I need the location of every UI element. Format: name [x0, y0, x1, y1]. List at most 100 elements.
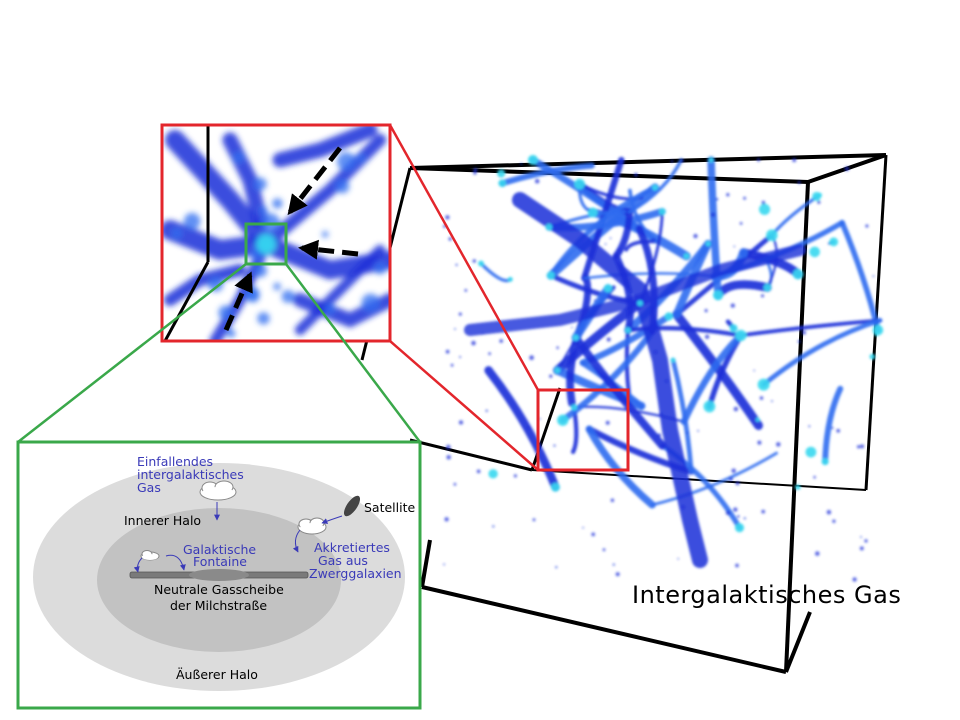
gas-speck [527, 426, 531, 430]
cube-edge [420, 539, 432, 588]
gas-filament [165, 130, 276, 254]
gas-knot [232, 151, 245, 164]
gas-speck [761, 509, 766, 514]
gas-knot [708, 157, 714, 163]
gas-speck [680, 159, 684, 163]
gas-knot [183, 212, 201, 230]
gas-speck [697, 430, 699, 432]
gas-speck [831, 426, 834, 430]
cube-edge [421, 585, 787, 674]
gas-speck [776, 442, 781, 447]
gas-filament [464, 244, 806, 336]
cloud-icon [297, 517, 327, 535]
gas-speck [649, 325, 652, 328]
gas-speck [721, 272, 723, 275]
gas-filament [839, 219, 881, 333]
gas-speck [716, 374, 721, 379]
gas-speck [677, 558, 679, 560]
infalling-gas-label: Einfallendes intergalaktisches Gas [137, 454, 248, 495]
gas-speck [499, 339, 504, 343]
gas-speck [836, 428, 841, 433]
gas-speck [817, 200, 821, 204]
gas-knot [572, 334, 579, 341]
gas-filament [294, 244, 386, 336]
gas-speck [459, 356, 462, 358]
gas-speck [670, 160, 674, 163]
gas-speck [730, 303, 735, 308]
cube-edge [163, 261, 210, 342]
gas-speck [553, 444, 556, 447]
gas-filament [162, 220, 276, 261]
gas-speck [473, 168, 478, 172]
gas-knot [570, 404, 578, 411]
gas-speck [476, 469, 481, 474]
gas-speck [733, 507, 738, 512]
gas-filament [822, 385, 844, 465]
gas-knot [373, 262, 387, 275]
gas-knot [208, 276, 224, 292]
gas-speck [737, 515, 740, 518]
gas-speck [513, 474, 518, 478]
gas-knot [809, 246, 821, 258]
gas-knot [557, 414, 569, 426]
gas-speck [753, 369, 755, 372]
gas-speck [852, 577, 857, 582]
flow-arrow-icon [223, 271, 253, 331]
gas-speck [445, 444, 451, 450]
gas-speck [604, 243, 607, 245]
gas-knot [821, 457, 829, 466]
gas-speck [826, 509, 832, 515]
satellite-label: Satellite [364, 500, 416, 515]
gas-knot [829, 237, 839, 247]
gas-filament [738, 318, 882, 338]
gas-knot [498, 179, 507, 188]
gas-speck [735, 481, 740, 486]
gas-filament [680, 332, 745, 425]
gas-speck [757, 440, 762, 445]
gas-speck [693, 233, 698, 239]
gas-speck [802, 330, 806, 335]
gas-filament [499, 162, 595, 187]
gas-speck [534, 178, 540, 184]
galactic-bulge [189, 569, 249, 581]
gas-speck [686, 431, 689, 434]
gas-speck [532, 518, 536, 522]
gas-filament [612, 208, 633, 260]
gas-speck [485, 409, 488, 412]
flow-arrow-icon [165, 554, 186, 571]
gas-filament [484, 366, 560, 492]
gas-knot [664, 312, 674, 321]
gas-speck [443, 563, 445, 566]
gas-knot [735, 329, 747, 342]
gas-speck [605, 420, 610, 425]
gas-knot [587, 207, 598, 218]
gas-speck [458, 420, 464, 425]
gas-speck [704, 334, 710, 339]
gas-speck [612, 563, 615, 566]
gas-speck [728, 477, 734, 482]
cube-edge [784, 611, 812, 673]
disk-label: Neutrale Gasscheibe der Milchstraße [154, 582, 288, 613]
gas-knot [497, 169, 506, 178]
gas-filament [624, 239, 659, 252]
gas-speck [704, 309, 708, 313]
gas-knot [254, 264, 268, 278]
gas-speck [445, 349, 450, 354]
gas-speck [471, 340, 476, 346]
gas-speck [448, 237, 452, 241]
gas-knot [324, 303, 336, 315]
gas-knot [757, 378, 770, 391]
gas-speck [664, 379, 669, 383]
gas-speck [859, 546, 864, 551]
galaxy-focus-box [244, 222, 288, 266]
gas-knot [658, 208, 666, 215]
accreted-gas-label: Akkretiertes Gas aus Zwerggalaxien [309, 540, 402, 581]
gas-filament [713, 280, 772, 300]
gas-speck [450, 363, 454, 367]
gas-filament [571, 333, 667, 450]
gas-speck [455, 263, 458, 266]
gas-speck [808, 425, 811, 428]
cube-edge [409, 166, 809, 184]
gas-speck [629, 277, 632, 280]
gas-filament [559, 328, 656, 424]
